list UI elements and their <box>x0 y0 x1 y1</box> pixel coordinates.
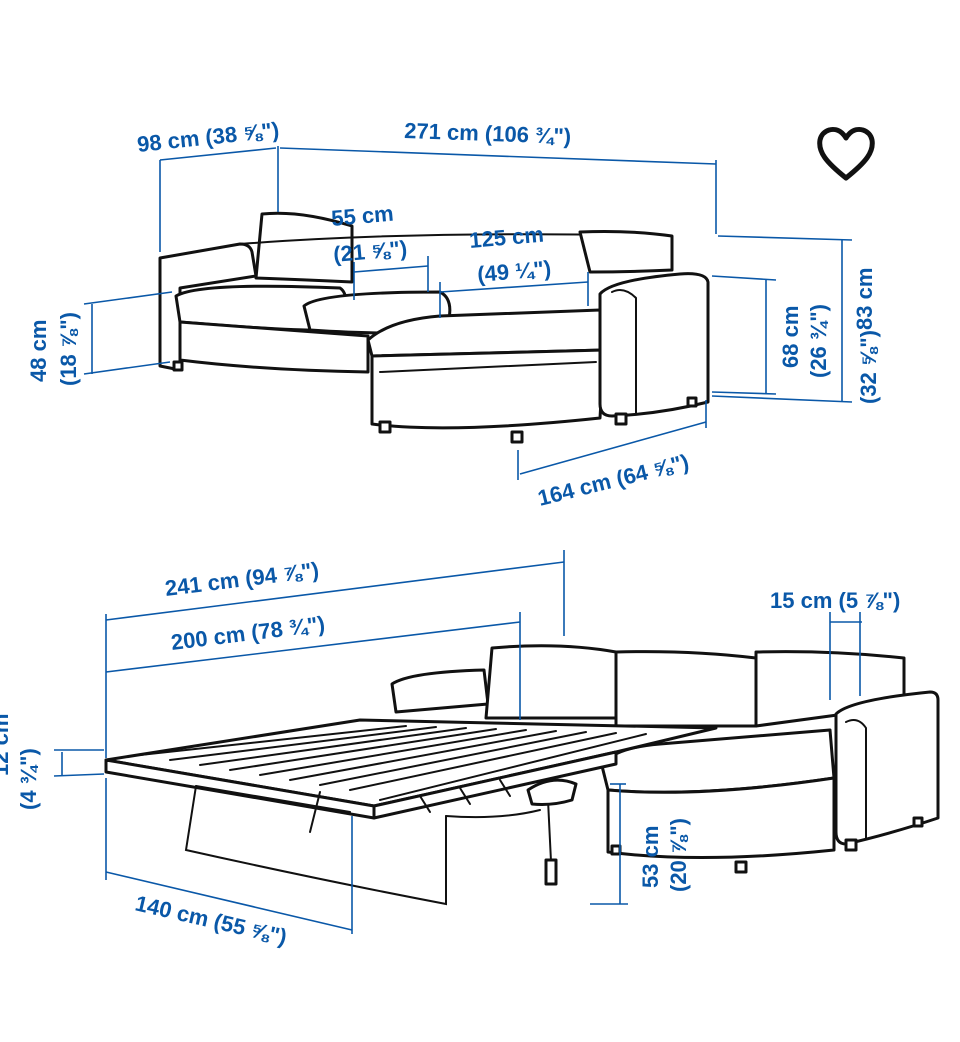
bed-height-label: 53 cm <box>638 826 663 888</box>
total-width-label: 271 cm (106 ¾") <box>404 118 572 149</box>
sofa-chaise-drawing <box>158 211 710 444</box>
arm-width-label: 15 cm (5 ⅞") <box>770 588 900 613</box>
arm-height-inch-label: (26 ¾") <box>806 304 831 378</box>
top-view-dimension-lines <box>83 146 853 480</box>
seat-depth-inch-label: (21 ⅝") <box>332 236 408 267</box>
mattress-thickness-inch-label: (4 ¾") <box>16 748 41 810</box>
chaise-width-label: 125 cm <box>468 222 545 253</box>
favorite-button[interactable] <box>814 124 878 182</box>
total-height-label: 83 cm <box>852 268 877 330</box>
bed-width-label: 140 cm (55 ⅝") <box>133 891 289 950</box>
total-height-inch-label: (32 ⅝") <box>856 330 881 404</box>
heart-icon <box>817 127 875 181</box>
chaise-width-inch-label: (49 ¼") <box>476 256 552 287</box>
bed-total-length-label: 241 cm (94 ⅞") <box>164 557 321 601</box>
arm-height-label: 68 cm <box>778 306 803 368</box>
armrest-depth-label: 98 cm (38 ⅝") <box>136 117 280 157</box>
mattress-thickness-label: 12 cm <box>0 714 13 776</box>
seat-height-label: 48 cm <box>26 320 51 382</box>
seat-depth-label: 55 cm <box>330 201 394 231</box>
chaise-length-label: 164 cm (64 ⅝") <box>535 449 691 511</box>
bed-view-dimension-lines <box>53 550 862 934</box>
seat-height-inch-label: (18 ⅞") <box>56 312 81 386</box>
sofa-bed-drawing <box>104 644 940 906</box>
bed-slats <box>139 725 647 813</box>
bed-height-inch-label: (20 ⅞") <box>666 818 691 892</box>
